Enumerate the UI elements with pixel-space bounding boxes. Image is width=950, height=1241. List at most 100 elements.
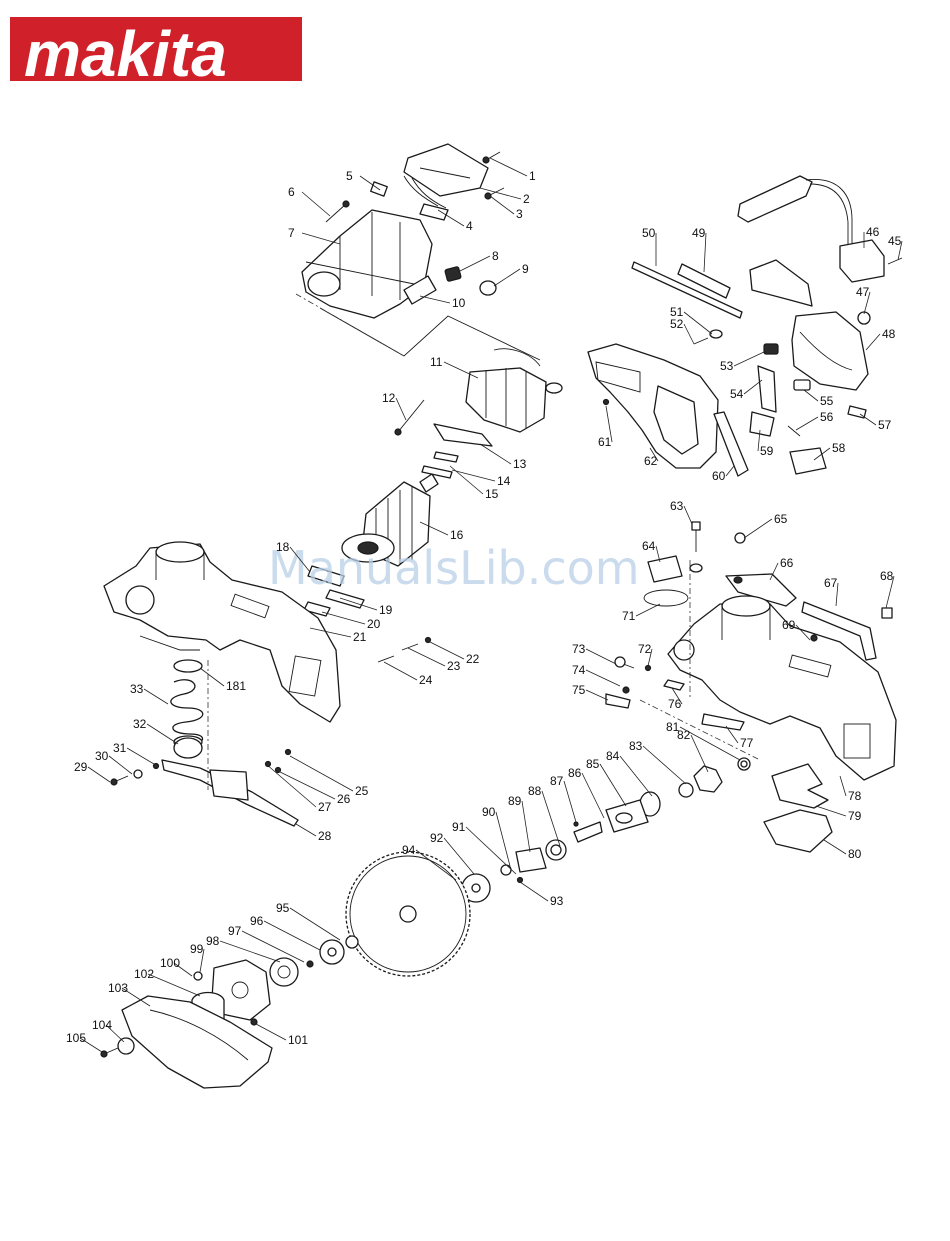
part-number-28: 28: [318, 829, 332, 843]
leader-line-51: [683, 311, 713, 335]
part-number-62: 62: [644, 454, 658, 468]
part-number-105: 105: [66, 1031, 86, 1045]
part-number-27: 27: [318, 800, 332, 814]
part-number-14: 14: [497, 474, 511, 488]
part-number-83: 83: [629, 739, 643, 753]
part-number-94: 94: [402, 843, 416, 857]
leader-line-15: [449, 465, 484, 495]
part-number-84: 84: [606, 749, 620, 763]
part-number-26: 26: [337, 792, 351, 806]
part-number-76: 76: [668, 697, 682, 711]
part-number-181: 181: [226, 679, 246, 693]
leader-line-59: [757, 429, 761, 452]
part-number-56: 56: [820, 410, 834, 424]
part-number-20: 20: [367, 617, 381, 631]
part-number-18: 18: [276, 540, 290, 554]
part-number-88: 88: [528, 784, 542, 798]
leader-line-19: [339, 597, 378, 611]
part-number-66: 66: [780, 556, 794, 570]
part-number-3: 3: [516, 207, 523, 221]
part-number-33: 33: [130, 682, 144, 696]
part-number-61: 61: [598, 435, 612, 449]
leader-line-13: [479, 443, 512, 465]
part-number-31: 31: [113, 741, 127, 755]
part-number-59: 59: [760, 444, 774, 458]
part-number-45: 45: [888, 234, 902, 248]
leader-line-69: [795, 624, 811, 641]
leader-line-29: [87, 766, 111, 783]
part-number-87: 87: [550, 774, 564, 788]
part-number-10: 10: [452, 296, 466, 310]
logo-text: makita: [24, 18, 227, 90]
leader-line-54: [743, 379, 763, 395]
part-number-60: 60: [712, 469, 726, 483]
part-number-46: 46: [866, 225, 880, 239]
part-number-68: 68: [880, 569, 894, 583]
part-number-47: 47: [856, 285, 870, 299]
part-number-54: 54: [730, 387, 744, 401]
leader-line-104: [105, 1024, 125, 1043]
leader-line-86: [581, 772, 605, 819]
leader-line-101: [255, 1023, 287, 1041]
part-number-6: 6: [288, 185, 295, 199]
leader-line-48: [865, 333, 881, 351]
leader-line-99: [199, 948, 205, 973]
part-number-103: 103: [108, 981, 128, 995]
part-number-102: 102: [134, 967, 154, 981]
saw-blade: [345, 851, 471, 977]
leader-line-58: [813, 447, 831, 461]
leader-line-65: [743, 518, 773, 539]
leader-lines: [79, 157, 903, 1053]
part-number-57: 57: [878, 418, 892, 432]
leader-line-18: [289, 546, 311, 573]
leader-line-82: [690, 734, 709, 773]
leader-line-23: [407, 647, 446, 667]
part-number-19: 19: [379, 603, 393, 617]
leader-line-25: [289, 755, 354, 792]
part-number-77: 77: [740, 736, 754, 750]
leader-line-78: [839, 775, 847, 797]
leader-line-47: [863, 291, 871, 315]
part-number-32: 32: [133, 717, 147, 731]
leader-line-79: [815, 805, 847, 817]
leader-line-64: [655, 545, 661, 563]
part-number-58: 58: [832, 441, 846, 455]
leader-line-85: [599, 763, 627, 807]
part-number-12: 12: [382, 391, 396, 405]
left-lower-parts: [110, 659, 299, 827]
part-number-52: 52: [670, 317, 684, 331]
leader-line-45: [897, 240, 903, 261]
leader-line-32: [146, 723, 179, 745]
leader-line-92: [443, 837, 475, 875]
leader-line-2: [479, 187, 522, 200]
part-number-96: 96: [250, 914, 264, 928]
leader-line-49: [703, 232, 707, 273]
part-number-49: 49: [692, 226, 706, 240]
part-number-4: 4: [466, 219, 473, 233]
leader-line-73: [585, 648, 617, 665]
part-number-9: 9: [522, 262, 529, 276]
handle-group: [587, 175, 903, 477]
leader-line-21: [309, 627, 352, 638]
part-number-71: 71: [622, 609, 636, 623]
leader-line-71: [635, 603, 661, 617]
part-number-72: 72: [638, 642, 652, 656]
leader-line-6: [301, 191, 331, 217]
leader-line-83: [642, 745, 687, 785]
part-number-69: 69: [782, 618, 796, 632]
part-number-30: 30: [95, 749, 109, 763]
part-number-21: 21: [353, 630, 367, 644]
part-number-101: 101: [288, 1033, 308, 1047]
part-number-15: 15: [485, 487, 499, 501]
leader-line-11: [443, 361, 479, 379]
part-number-98: 98: [206, 934, 220, 948]
leader-line-105: [79, 1037, 103, 1053]
part-number-67: 67: [824, 576, 838, 590]
right-base-assembly: [605, 521, 897, 853]
gear-train: [461, 757, 751, 903]
makita-logo: makita ®: [10, 16, 302, 90]
leader-line-100: [173, 962, 193, 977]
part-number-81: 81: [666, 720, 680, 734]
leader-line-72: [647, 648, 653, 667]
